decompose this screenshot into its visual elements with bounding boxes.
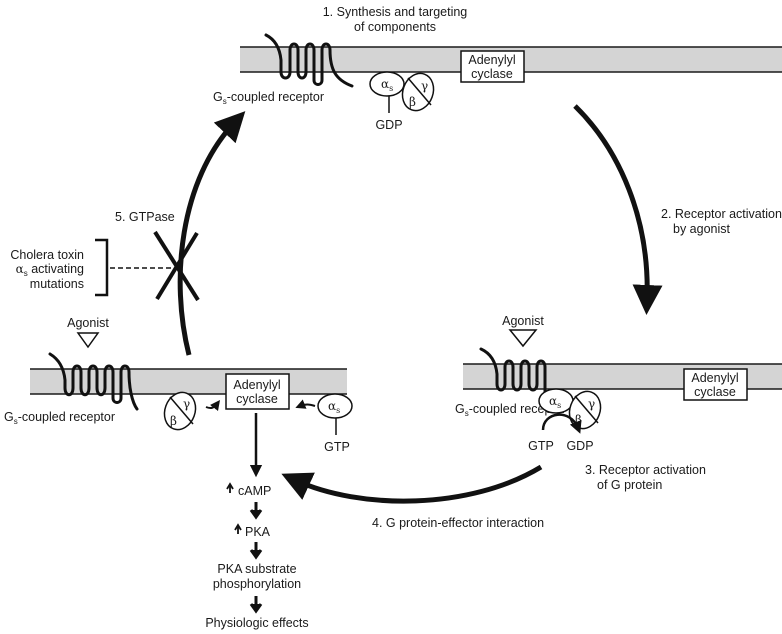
alpha-s-left: αs GTP [295,393,353,454]
substrate-label-line1: PKA substrate [217,562,296,576]
receptor-right [479,347,554,402]
adenylyl-cyclase-top: Adenylyl cyclase [460,50,525,83]
svg-text:Adenylyl: Adenylyl [468,53,515,67]
svg-text:γ: γ [183,397,190,411]
step3-label-line2: of G protein [597,478,662,492]
step1-label-line2: of components [354,20,436,34]
pka-increase-icon [234,523,242,534]
substrate-label-line2: phosphorylation [213,577,301,591]
svg-text:Adenylyl: Adenylyl [233,378,280,392]
pka-to-substrate-arrow [249,542,263,560]
svg-text:mutations: mutations [30,277,84,291]
alpha-s-subunit [369,71,405,97]
adenylyl-cyclase-right: Adenylyl cyclase [683,368,748,401]
step4-label: 4. G protein-effector interaction [372,516,544,530]
effects-label: Physiologic effects [205,616,308,630]
receptor-label-left: Gs-coupled receptor [4,410,115,426]
svg-text:γ: γ [421,79,428,93]
gdp-gtp-exchange-arrow [541,413,582,434]
svg-text:Cholera toxin: Cholera toxin [10,248,84,262]
gtpase-block-x-icon [153,230,200,302]
receptor-label-top: Gs-coupled receptor [213,90,324,106]
svg-text:β: β [170,414,177,428]
step2-label-line1: 2. Receptor activation [661,207,782,221]
inhibitor-labels: Cholera toxin αs activating mutations [10,248,84,291]
cycle-arrow-step4 [281,464,543,504]
cycle-arrow-step5 [177,111,246,356]
substrate-to-effects-arrow [249,596,263,614]
g-protein-right: αs γ β GTP GDP [528,388,602,453]
beta-gamma-left: γ β [163,391,221,431]
agonist-triangle-right [508,329,538,348]
svg-text:cyclase: cyclase [694,385,736,399]
svg-text:αs activating: αs activating [16,262,84,278]
svg-text:cyclase: cyclase [471,67,513,81]
downstream-cascade: cAMP PKA PKA substrate phosphorylation P… [205,413,309,630]
pka-label: PKA [245,525,271,539]
agonist-triangle-left [76,332,100,349]
camp-to-pka-arrow [249,502,263,520]
alpha-to-ac-arrow [295,399,316,409]
camp-label: cAMP [238,484,271,498]
svg-text:γ: γ [588,397,595,411]
gdp-label-right: GDP [566,439,593,453]
beta-gamma-subunit [401,72,435,112]
agonist-label-right: Agonist [502,314,544,328]
membrane-left [30,368,347,395]
step2-label-line2: by agonist [673,222,731,236]
camp-increase-icon [226,482,234,493]
svg-text:cyclase: cyclase [236,392,278,406]
step5-label: 5. GTPase [115,210,175,224]
step1-label-line1: 1. Synthesis and targeting [323,5,468,19]
gtp-label-right: GTP [528,439,554,453]
svg-text:αs: αs [381,77,393,93]
beta-gamma-to-ac-arrow [205,400,221,412]
receptor-left [48,352,139,411]
gtp-label-left: GTP [324,440,350,454]
svg-text:αs: αs [328,399,340,415]
stage1-synthesis: 1. Synthesis and targeting of components… [213,5,782,132]
agonist-label-left: Agonist [67,316,109,330]
adenylyl-cyclase-left: Adenylyl cyclase [225,373,290,410]
svg-text:αs: αs [549,394,561,410]
svg-text:Adenylyl: Adenylyl [691,371,738,385]
g-protein-top: αs GDP γ β [369,71,435,132]
stage4-effector: Agonist Gs-coupled receptor γ β Adenylyl… [4,316,353,454]
cycle-arrow-step2 [573,104,663,315]
inhibitor-bracket [95,238,109,297]
receptor-top [264,33,354,88]
svg-text:β: β [409,95,416,109]
gdp-label-top: GDP [375,118,402,132]
stage3-receptor-activation: Agonist Gs-coupled receptor αs γ β GTP G… [455,314,782,492]
step3-label-line1: 3. Receptor activation [585,463,706,477]
